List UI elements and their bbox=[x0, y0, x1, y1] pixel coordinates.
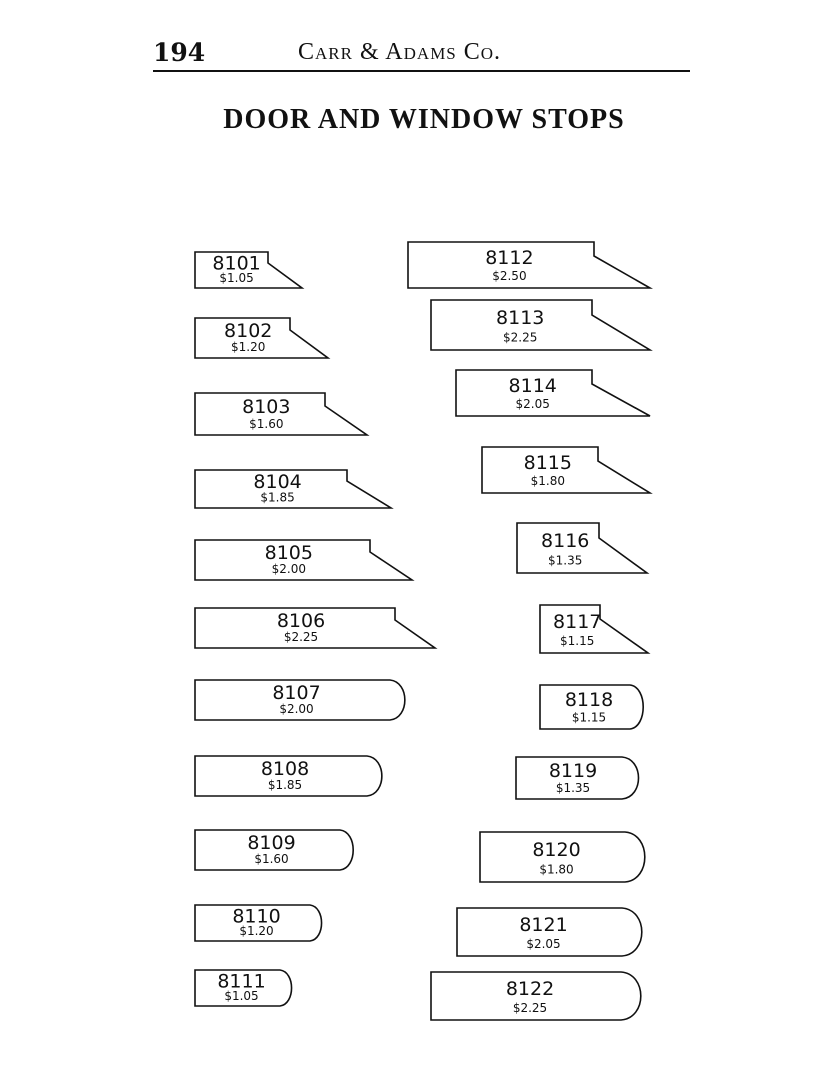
molding-item: 8110$1.20 bbox=[194, 904, 323, 942]
molding-number: 8118 bbox=[565, 689, 613, 711]
publisher-name: Carr & Adams Co. bbox=[298, 39, 502, 65]
molding-number: 8122 bbox=[506, 978, 554, 1000]
page-number: 194 bbox=[153, 38, 206, 67]
molding-profile-shape bbox=[455, 369, 651, 417]
molding-number: 8121 bbox=[519, 914, 567, 936]
molding-number: 8116 bbox=[541, 530, 589, 552]
molding-item: 8105$2.00 bbox=[194, 539, 415, 581]
molding-price: $2.05 bbox=[516, 397, 550, 411]
molding-item: 8111$1.05 bbox=[194, 969, 293, 1007]
molding-price: $1.15 bbox=[560, 634, 594, 648]
molding-profile-shape bbox=[194, 607, 438, 649]
molding-number: 8102 bbox=[224, 320, 272, 342]
molding-profile-shape bbox=[516, 522, 650, 574]
molding-profile-shape bbox=[194, 251, 305, 289]
molding-number: 8115 bbox=[524, 452, 572, 474]
molding-profile-shape bbox=[194, 904, 323, 942]
molding-price: $1.60 bbox=[254, 852, 288, 866]
page-title: DOOR AND WINDOW STOPS bbox=[223, 104, 625, 135]
molding-number: 8114 bbox=[509, 375, 557, 397]
molding-price: $1.35 bbox=[548, 554, 582, 568]
molding-profile-shape bbox=[194, 679, 406, 721]
molding-number: 8110 bbox=[232, 905, 280, 927]
molding-number: 8120 bbox=[532, 839, 580, 861]
molding-number: 8111 bbox=[217, 970, 265, 992]
molding-profile-shape bbox=[194, 969, 293, 1007]
molding-number: 8112 bbox=[485, 247, 533, 269]
molding-profile-shape bbox=[515, 756, 640, 800]
molding-price: $1.80 bbox=[539, 863, 573, 877]
molding-item: 8109$1.60 bbox=[194, 829, 354, 871]
molding-profile-shape bbox=[456, 907, 643, 957]
molding-price: $1.35 bbox=[556, 781, 590, 795]
molding-number: 8109 bbox=[247, 832, 295, 854]
molding-price: $2.05 bbox=[526, 937, 560, 951]
molding-item: 8116 $1.35 bbox=[516, 522, 650, 574]
molding-price: $1.80 bbox=[531, 474, 565, 488]
molding-item: 8101$1.05 bbox=[194, 251, 305, 289]
molding-price: $1.85 bbox=[268, 778, 302, 792]
molding-item: 8118$1.15 bbox=[539, 684, 644, 730]
molding-price: $1.05 bbox=[224, 989, 258, 1003]
molding-number: 8108 bbox=[261, 758, 309, 780]
molding-profile-shape bbox=[479, 831, 646, 883]
molding-price: $1.85 bbox=[260, 491, 294, 505]
molding-profile-shape bbox=[539, 604, 651, 654]
molding-number: 8117 bbox=[553, 611, 601, 633]
molding-item: 8108$1.85 bbox=[194, 755, 383, 797]
molding-profile-shape bbox=[194, 539, 415, 581]
molding-number: 8119 bbox=[549, 760, 597, 782]
molding-price: $1.20 bbox=[239, 924, 273, 938]
molding-profile-shape bbox=[481, 446, 653, 494]
molding-item: 8102$1.20 bbox=[194, 317, 331, 359]
molding-profile-shape bbox=[539, 684, 644, 730]
molding-item: 8117$1.15 bbox=[539, 604, 651, 654]
molding-number: 8104 bbox=[253, 471, 301, 493]
molding-profile-shape bbox=[430, 299, 653, 351]
molding-price: $1.15 bbox=[572, 711, 606, 725]
molding-number: 8107 bbox=[272, 682, 320, 704]
molding-profile-shape bbox=[407, 241, 654, 289]
molding-number: 8103 bbox=[242, 396, 290, 418]
molding-price: $2.00 bbox=[279, 702, 313, 716]
molding-item: 8119$1.35 bbox=[515, 756, 640, 800]
molding-item: 8120 $1.80 bbox=[479, 831, 646, 883]
molding-price: $2.25 bbox=[513, 1001, 547, 1015]
molding-item: 8103$1.60 bbox=[194, 392, 370, 436]
molding-number: 8113 bbox=[496, 307, 544, 329]
molding-price: $2.25 bbox=[284, 630, 318, 644]
molding-item: 8114$2.05 bbox=[455, 369, 651, 417]
molding-profile-shape bbox=[194, 317, 331, 359]
molding-profile-shape bbox=[194, 469, 394, 509]
molding-profile-shape bbox=[430, 971, 642, 1021]
molding-price: $2.50 bbox=[492, 269, 526, 283]
molding-number: 8101 bbox=[212, 252, 260, 274]
molding-item: 8113 $2.25 bbox=[430, 299, 653, 351]
molding-profile-shape bbox=[194, 829, 354, 871]
molding-item: 8106$2.25 bbox=[194, 607, 438, 649]
molding-number: 8106 bbox=[277, 610, 325, 632]
molding-price: $2.00 bbox=[272, 562, 306, 576]
molding-price: $2.25 bbox=[503, 331, 537, 345]
page-header: 194 Carr & Adams Co. bbox=[153, 38, 690, 72]
molding-item: 8122$2.25 bbox=[430, 971, 642, 1021]
molding-price: $1.60 bbox=[249, 417, 283, 431]
molding-item: 8121$2.05 bbox=[456, 907, 643, 957]
molding-item: 8104$1.85 bbox=[194, 469, 394, 509]
molding-number: 8105 bbox=[265, 542, 313, 564]
molding-item: 8112$2.50 bbox=[407, 241, 654, 289]
molding-profile-shape bbox=[194, 392, 370, 436]
molding-price: $1.20 bbox=[231, 340, 265, 354]
molding-price: $1.05 bbox=[219, 271, 253, 285]
molding-profile-shape bbox=[194, 755, 383, 797]
molding-item: 8115$1.80 bbox=[481, 446, 653, 494]
molding-item: 8107$2.00 bbox=[194, 679, 406, 721]
